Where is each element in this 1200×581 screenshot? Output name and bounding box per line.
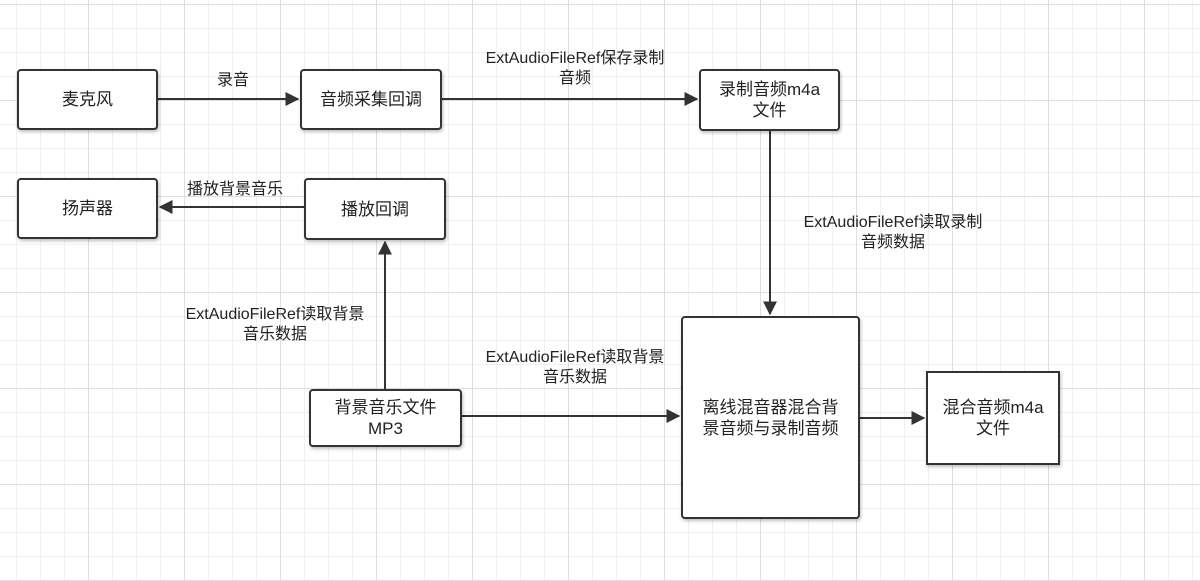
node-bgm-file-label: 背景音乐文件 MP3 — [334, 398, 437, 438]
edge-label-read-bgm-mix: ExtAudioFileRef读取背景 音乐数据 — [485, 349, 665, 386]
node-mixed-m4a-label: 混合音频m4a 文件 — [942, 398, 1044, 438]
edge-label-record: 录音 — [216, 72, 249, 89]
node-speaker-label: 扬声器 — [62, 199, 113, 218]
edge-label-read-bgm-playback: ExtAudioFileRef读取背景 音乐数据 — [185, 306, 365, 343]
edge-label-play-bgm: 播放背景音乐 — [186, 181, 283, 198]
node-bgm-file: 背景音乐文件 MP3 — [309, 389, 462, 447]
node-speaker: 扬声器 — [17, 178, 158, 239]
node-playback-callback-label: 播放回调 — [341, 199, 409, 219]
node-capture-callback: 音频采集回调 — [300, 69, 442, 130]
edge-label-read-recording: ExtAudioFileRef读取录制 音频数据 — [803, 214, 983, 251]
node-microphone-label: 麦克风 — [62, 90, 113, 109]
node-recorded-m4a-label: 录制音频m4a 文件 — [718, 80, 821, 120]
node-offline-mixer: 离线混音器混合背 景音频与录制音频 — [681, 316, 860, 519]
node-capture-callback-label: 音频采集回调 — [320, 90, 422, 109]
edge-label-save-recording: ExtAudioFileRef保存录制 音频 — [485, 50, 665, 87]
node-mixed-m4a: 混合音频m4a 文件 — [926, 371, 1060, 465]
node-recorded-m4a: 录制音频m4a 文件 — [699, 69, 840, 131]
node-offline-mixer-label: 离线混音器混合背 景音频与录制音频 — [702, 397, 839, 438]
node-playback-callback: 播放回调 — [304, 178, 446, 240]
node-microphone: 麦克风 — [17, 69, 158, 130]
